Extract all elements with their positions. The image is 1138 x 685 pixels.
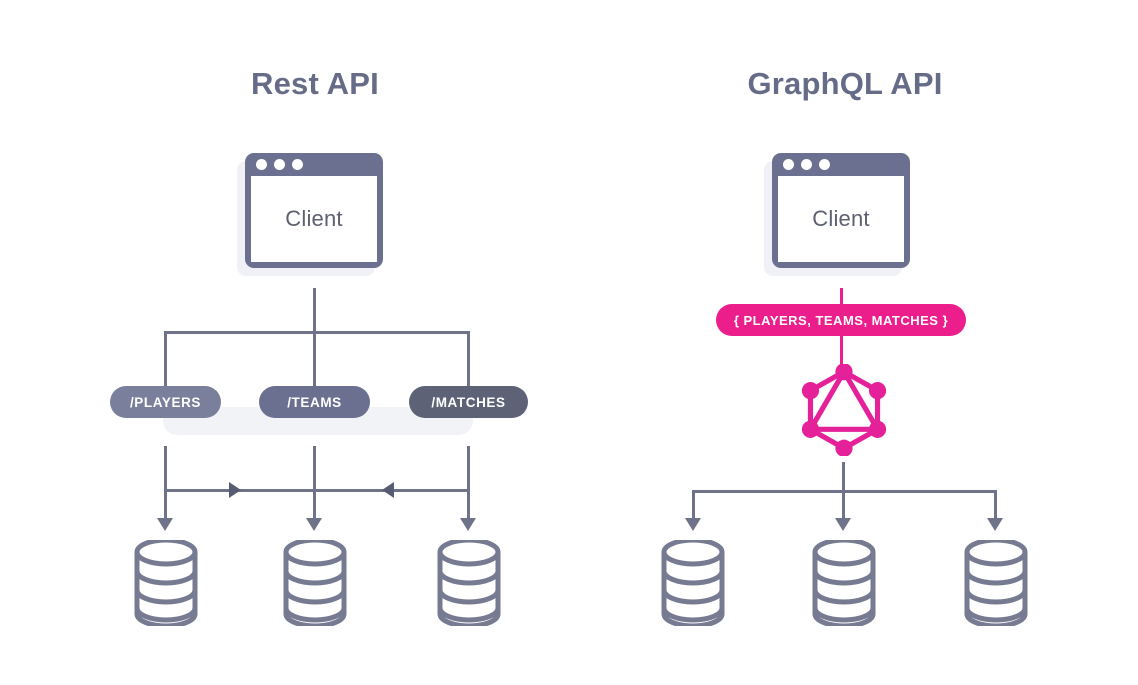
rest-endpoint-to-db-line-right [467, 446, 470, 521]
section-title-rest-api: Rest API [251, 66, 379, 101]
graphql-client-label: Client [812, 206, 870, 231]
rest-branch-drop-left [164, 331, 167, 386]
graphql-client-body: Client [778, 176, 904, 262]
graphql-query-pill[interactable]: { PLAYERS, TEAMS, MATCHES } [716, 304, 966, 336]
graphql-trunk-line [842, 462, 845, 492]
database-teams-icon [283, 540, 347, 626]
endpoint-pill-teams[interactable]: /TEAMS [259, 386, 370, 418]
endpoint-pill-players[interactable]: /PLAYERS [110, 386, 221, 418]
rest-client-label: Client [285, 206, 343, 231]
database-players-icon [661, 540, 725, 626]
window-dot-icon [256, 158, 267, 170]
rest-crosstalk-arrow-right-icon [229, 482, 241, 498]
graphql-branch-drop-center [842, 490, 845, 521]
graphql-db-arrow-left-icon [685, 518, 701, 531]
window-dot-icon [801, 158, 812, 170]
endpoint-pill-matches[interactable]: /MATCHES [409, 386, 528, 418]
rest-client-trunk-line [313, 288, 316, 333]
rest-branch-drop-center [313, 331, 316, 386]
rest-client-window: Client [245, 153, 383, 268]
graphql-branch-drop-left [692, 490, 695, 521]
rest-branch-bar [164, 331, 470, 334]
window-dot-icon [783, 158, 794, 170]
graphql-logo [801, 364, 887, 456]
rest-endpoint-to-db-line-center [313, 446, 316, 521]
rest-branch-drop-right [467, 331, 470, 386]
window-dot-icon [292, 158, 303, 170]
rest-client-body: Client [251, 176, 377, 262]
section-title-graphql-api: GraphQL API [747, 66, 943, 101]
graphql-db-arrow-center-icon [835, 518, 851, 531]
database-matches-icon [964, 540, 1028, 626]
rest-endpoint-to-db-line-left [164, 446, 167, 521]
rest-crosstalk-arrow-left-icon [382, 482, 394, 498]
graphql-branch-drop-right [994, 490, 997, 521]
rest-db-arrow-center-icon [306, 518, 322, 531]
window-dot-icon [274, 158, 285, 170]
window-dot-icon [819, 158, 830, 170]
graphql-db-arrow-right-icon [987, 518, 1003, 531]
database-teams-icon [812, 540, 876, 626]
rest-client-titlebar [245, 153, 383, 175]
rest-db-arrow-left-icon [157, 518, 173, 531]
graphql-client-window: Client [772, 153, 910, 268]
rest-db-arrow-right-icon [460, 518, 476, 531]
database-matches-icon [437, 540, 501, 626]
database-players-icon [134, 540, 198, 626]
graphql-client-titlebar [772, 153, 910, 175]
